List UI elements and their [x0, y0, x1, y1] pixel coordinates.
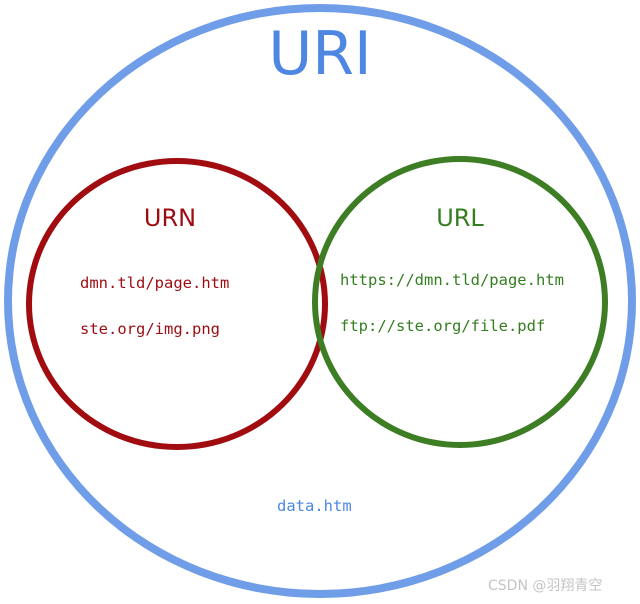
url-circle: [312, 156, 608, 448]
urn-circle: [26, 158, 328, 450]
uri-title: URI: [268, 19, 372, 89]
urn-example-image: ste.org/img.png: [80, 320, 220, 338]
urn-example-page: dmn.tld/page.htm: [80, 274, 230, 292]
csdn-watermark: CSDN @羽翔青空: [488, 578, 603, 594]
uri-example-data: data.htm: [277, 497, 352, 515]
urn-title: URN: [143, 204, 197, 232]
url-title: URL: [436, 204, 484, 232]
uri-circle: [4, 4, 636, 598]
url-example-https: https://dmn.tld/page.htm: [340, 271, 564, 289]
url-example-ftp: ftp://ste.org/file.pdf: [340, 317, 546, 335]
